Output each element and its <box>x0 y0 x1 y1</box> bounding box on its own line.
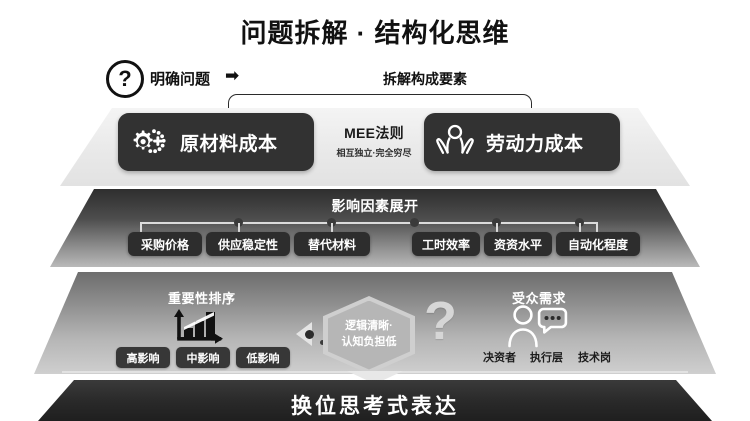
gear-chain-plus-icon <box>118 113 180 171</box>
connector-node <box>410 218 419 227</box>
impact-chip-high[interactable]: 高影响 <box>116 347 170 368</box>
audience-label-technician: 技术岗 <box>578 352 611 364</box>
conclusion-label: 换位思考式表达 <box>291 395 459 418</box>
mee-subtitle: 相互独立·完全穷尽 <box>336 148 412 158</box>
question-mark-icon: ? <box>106 60 144 98</box>
cost-box-material-label: 原材料成本 <box>180 133 278 155</box>
tier2-title: 影响因素展开 <box>331 198 419 214</box>
connector-stem <box>496 223 498 235</box>
decompose-elements-label: 拆解构成要素 <box>383 71 467 87</box>
factor-pill-purchase-price[interactable]: 采购价格 <box>128 232 202 256</box>
tier4-slab <box>38 380 712 421</box>
hexagon-line-1: 逻辑清晰· <box>345 320 393 333</box>
factor-pill-supply-stability[interactable]: 供应稳定性 <box>206 232 290 256</box>
factor-pill-automation-degree[interactable]: 自动化程度 <box>556 232 640 256</box>
person-raised-hands-icon <box>424 113 486 171</box>
audience-needs-heading: 受众需求 <box>512 291 567 306</box>
mee-principle: MEE法则 相互独立·完全穷尽 <box>324 123 424 159</box>
bar-chart-icon <box>167 303 229 347</box>
play-triangle-small-dot-icon <box>320 340 325 345</box>
connector-rail <box>140 222 598 224</box>
rail-end-right <box>596 222 598 234</box>
large-question-mark-icon: ? <box>424 291 457 351</box>
factor-pill-wage-level[interactable]: 资资水平 <box>484 232 552 256</box>
cost-box-labor[interactable]: 劳动力成本 <box>424 113 620 171</box>
arrow-right-icon: ➡ <box>225 66 240 85</box>
connector-node <box>327 218 336 227</box>
impact-chip-medium[interactable]: 中影响 <box>176 347 230 368</box>
audience-label-executor: 执行层 <box>530 352 563 364</box>
connector-node <box>234 218 243 227</box>
clarify-problem-label: 明确问题 <box>150 71 211 88</box>
connector-node <box>575 218 584 227</box>
rail-end-left <box>140 222 142 234</box>
importance-ranking-heading: 重要性排序 <box>168 291 236 306</box>
connector-stem <box>331 223 333 235</box>
factor-pill-hour-efficiency[interactable]: 工时效率 <box>412 232 480 256</box>
connector-stem <box>579 223 581 235</box>
connector-stem <box>238 223 240 235</box>
connector-node <box>492 218 501 227</box>
person-speech-bubble-icon <box>505 302 569 350</box>
hexagon-line-2: 认知负担低 <box>341 336 397 348</box>
factor-pill-substitute-material[interactable]: 替代材料 <box>294 232 370 256</box>
audience-label-decider: 决资者 <box>483 352 516 364</box>
mee-title: MEE法则 <box>344 125 404 141</box>
cost-box-material[interactable]: 原材料成本 <box>118 113 314 171</box>
impact-chip-low[interactable]: 低影响 <box>236 347 290 368</box>
cost-box-labor-label: 劳动力成本 <box>486 133 584 155</box>
page-title: 问题拆解 · 结构化思维 <box>240 18 510 48</box>
clarity-hexagon: 逻辑清晰· 认知负担低 <box>323 296 415 374</box>
play-triangle-dot-icon <box>305 330 314 339</box>
hexagon-text: 逻辑清晰· 认知负担低 <box>323 296 415 374</box>
play-triangle-icon <box>296 322 312 346</box>
